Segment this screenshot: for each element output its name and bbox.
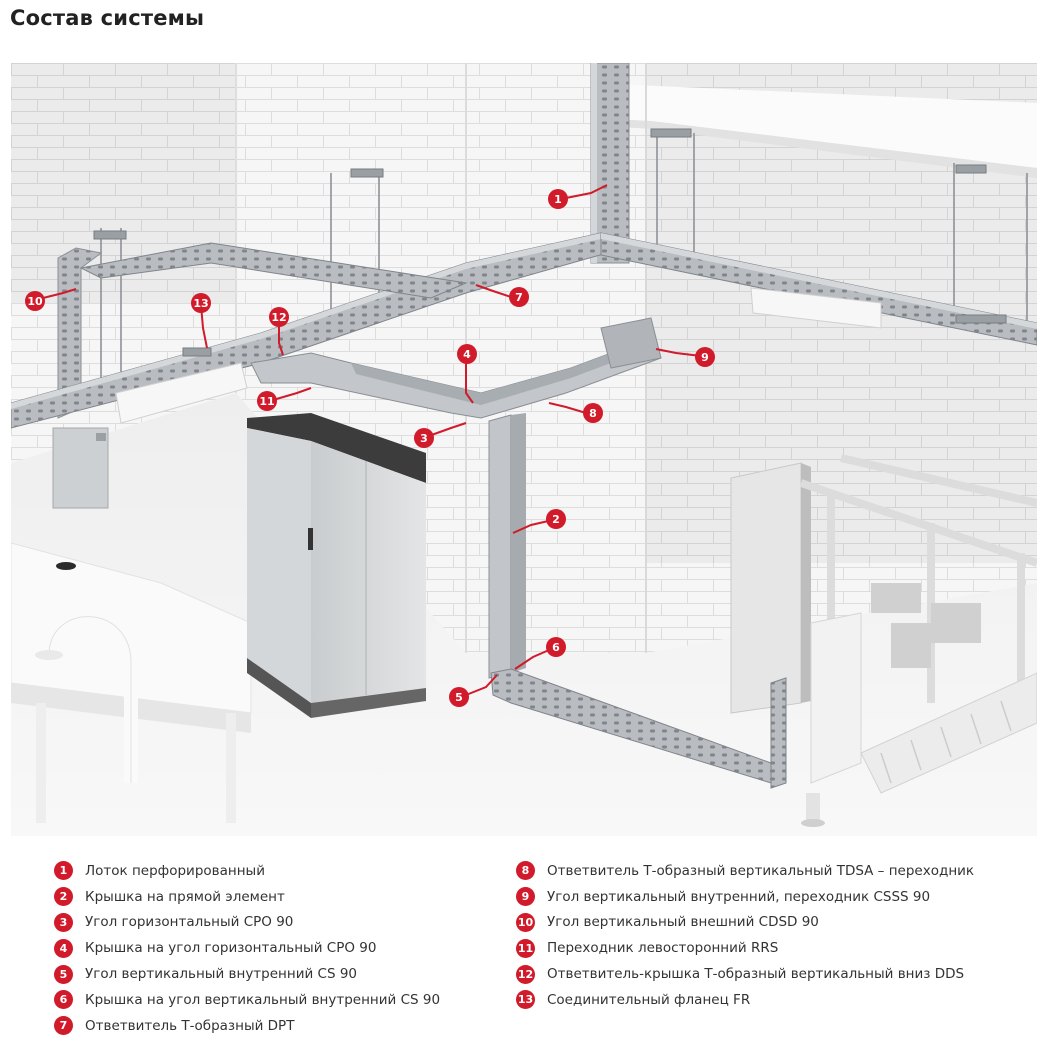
number-badge: 10: [516, 912, 535, 932]
legend-column-right: 8 Ответвитель Т-образный вертикальный TDS…: [516, 858, 974, 1013]
system-illustration: 1 2 3 4 5 6 7 8 9 10 11 12 13: [11, 63, 1037, 836]
legend-label: Угол вертикальный внутренний, переходник…: [547, 888, 931, 905]
number-badge: 2: [54, 887, 73, 907]
legend-item: 5 Угол вертикальный внутренний CS 90: [54, 961, 440, 987]
svg-text:2: 2: [552, 513, 560, 526]
callout-4: 4: [457, 344, 477, 364]
legend-item: 4 Крышка на угол горизонтальный CPO 90: [54, 935, 440, 961]
callout-12: 12: [269, 307, 289, 327]
number-badge: 6: [54, 990, 73, 1010]
legend-label: Ответвитель Т-образный вертикальный TDSA…: [547, 862, 975, 879]
svg-text:6: 6: [552, 641, 560, 654]
legend-label: Крышка на прямой элемент: [85, 888, 285, 905]
svg-text:11: 11: [259, 395, 274, 408]
svg-text:12: 12: [271, 311, 286, 324]
legend-item: 1 Лоток перфорированный: [54, 858, 440, 884]
legend-label: Ответвитель-крышка Т-образный вертикальн…: [547, 966, 965, 983]
callout-8: 8: [583, 403, 603, 423]
legend-label: Соединительный фланец FR: [547, 991, 751, 1008]
callout-6: 6: [546, 637, 566, 657]
number-badge: 11: [516, 938, 535, 958]
legend-label: Крышка на угол вертикальный внутренний C…: [85, 991, 441, 1008]
callout-11: 11: [257, 391, 277, 411]
number-badge: 13: [516, 990, 535, 1010]
callout-7: 7: [509, 287, 529, 307]
callout-5: 5: [449, 687, 469, 707]
legend-label: Крышка на угол горизонтальный CPO 90: [85, 940, 377, 957]
legend-item: 13 Соединительный фланец FR: [516, 987, 974, 1013]
legend-column-left: 1 Лоток перфорированный 2 Крышка на прямой…: [54, 858, 440, 1039]
callout-2: 2: [546, 509, 566, 529]
svg-text:4: 4: [463, 348, 471, 361]
number-badge: 5: [54, 964, 73, 984]
svg-text:5: 5: [455, 691, 463, 704]
number-badge: 9: [516, 887, 535, 907]
number-badge: 1: [54, 861, 73, 881]
svg-text:3: 3: [420, 432, 428, 445]
legend-label: Ответвитель Т-образный DPT: [85, 1017, 295, 1034]
callout-1: 1: [548, 189, 568, 209]
legend: 1 Лоток перфорированный 2 Крышка на прямой…: [0, 858, 1052, 1048]
callout-3: 3: [414, 428, 434, 448]
legend-item: 7 Ответвитель Т-образный DPT: [54, 1013, 440, 1039]
legend-item: 8 Ответвитель Т-образный вертикальный TDS…: [516, 858, 974, 884]
callout-10: 10: [25, 291, 45, 311]
legend-label: Лоток перфорированный: [85, 862, 265, 879]
legend-label: Угол вертикальный внешний CDSD 90: [547, 914, 819, 931]
callout-13: 13: [191, 293, 211, 313]
svg-text:10: 10: [27, 295, 43, 308]
number-badge: 7: [54, 1016, 73, 1036]
number-badge: 3: [54, 912, 73, 932]
number-badge: 4: [54, 938, 73, 958]
legend-label: Угол горизонтальный CPO 90: [85, 914, 294, 931]
number-badge: 12: [516, 964, 535, 984]
legend-item: 3 Угол горизонтальный CPO 90: [54, 910, 440, 936]
legend-item: 10 Угол вертикальный внешний CDSD 90: [516, 910, 974, 936]
legend-item: 2 Крышка на прямой элемент: [54, 884, 440, 910]
legend-label: Переходник левосторонний RRS: [547, 940, 779, 957]
svg-text:13: 13: [193, 297, 208, 310]
legend-item: 9 Угол вертикальный внутренний, переходни…: [516, 884, 974, 910]
page-title: Состав системы: [10, 6, 205, 30]
legend-label: Угол вертикальный внутренний CS 90: [85, 966, 357, 983]
system-diagram: 1 2 3 4 5 6 7 8 9 10 11 12 13: [11, 63, 1037, 836]
legend-item: 12 Ответвитель-крышка Т-образный вертикал…: [516, 961, 974, 987]
legend-item: 11 Переходник левосторонний RRS: [516, 935, 974, 961]
number-badge: 8: [516, 861, 535, 881]
svg-text:7: 7: [515, 291, 523, 304]
svg-text:8: 8: [589, 407, 597, 420]
legend-item: 6 Крышка на угол вертикальный внутренний …: [54, 987, 440, 1013]
callout-9: 9: [695, 347, 715, 367]
svg-text:9: 9: [701, 351, 709, 364]
svg-text:1: 1: [554, 193, 562, 206]
